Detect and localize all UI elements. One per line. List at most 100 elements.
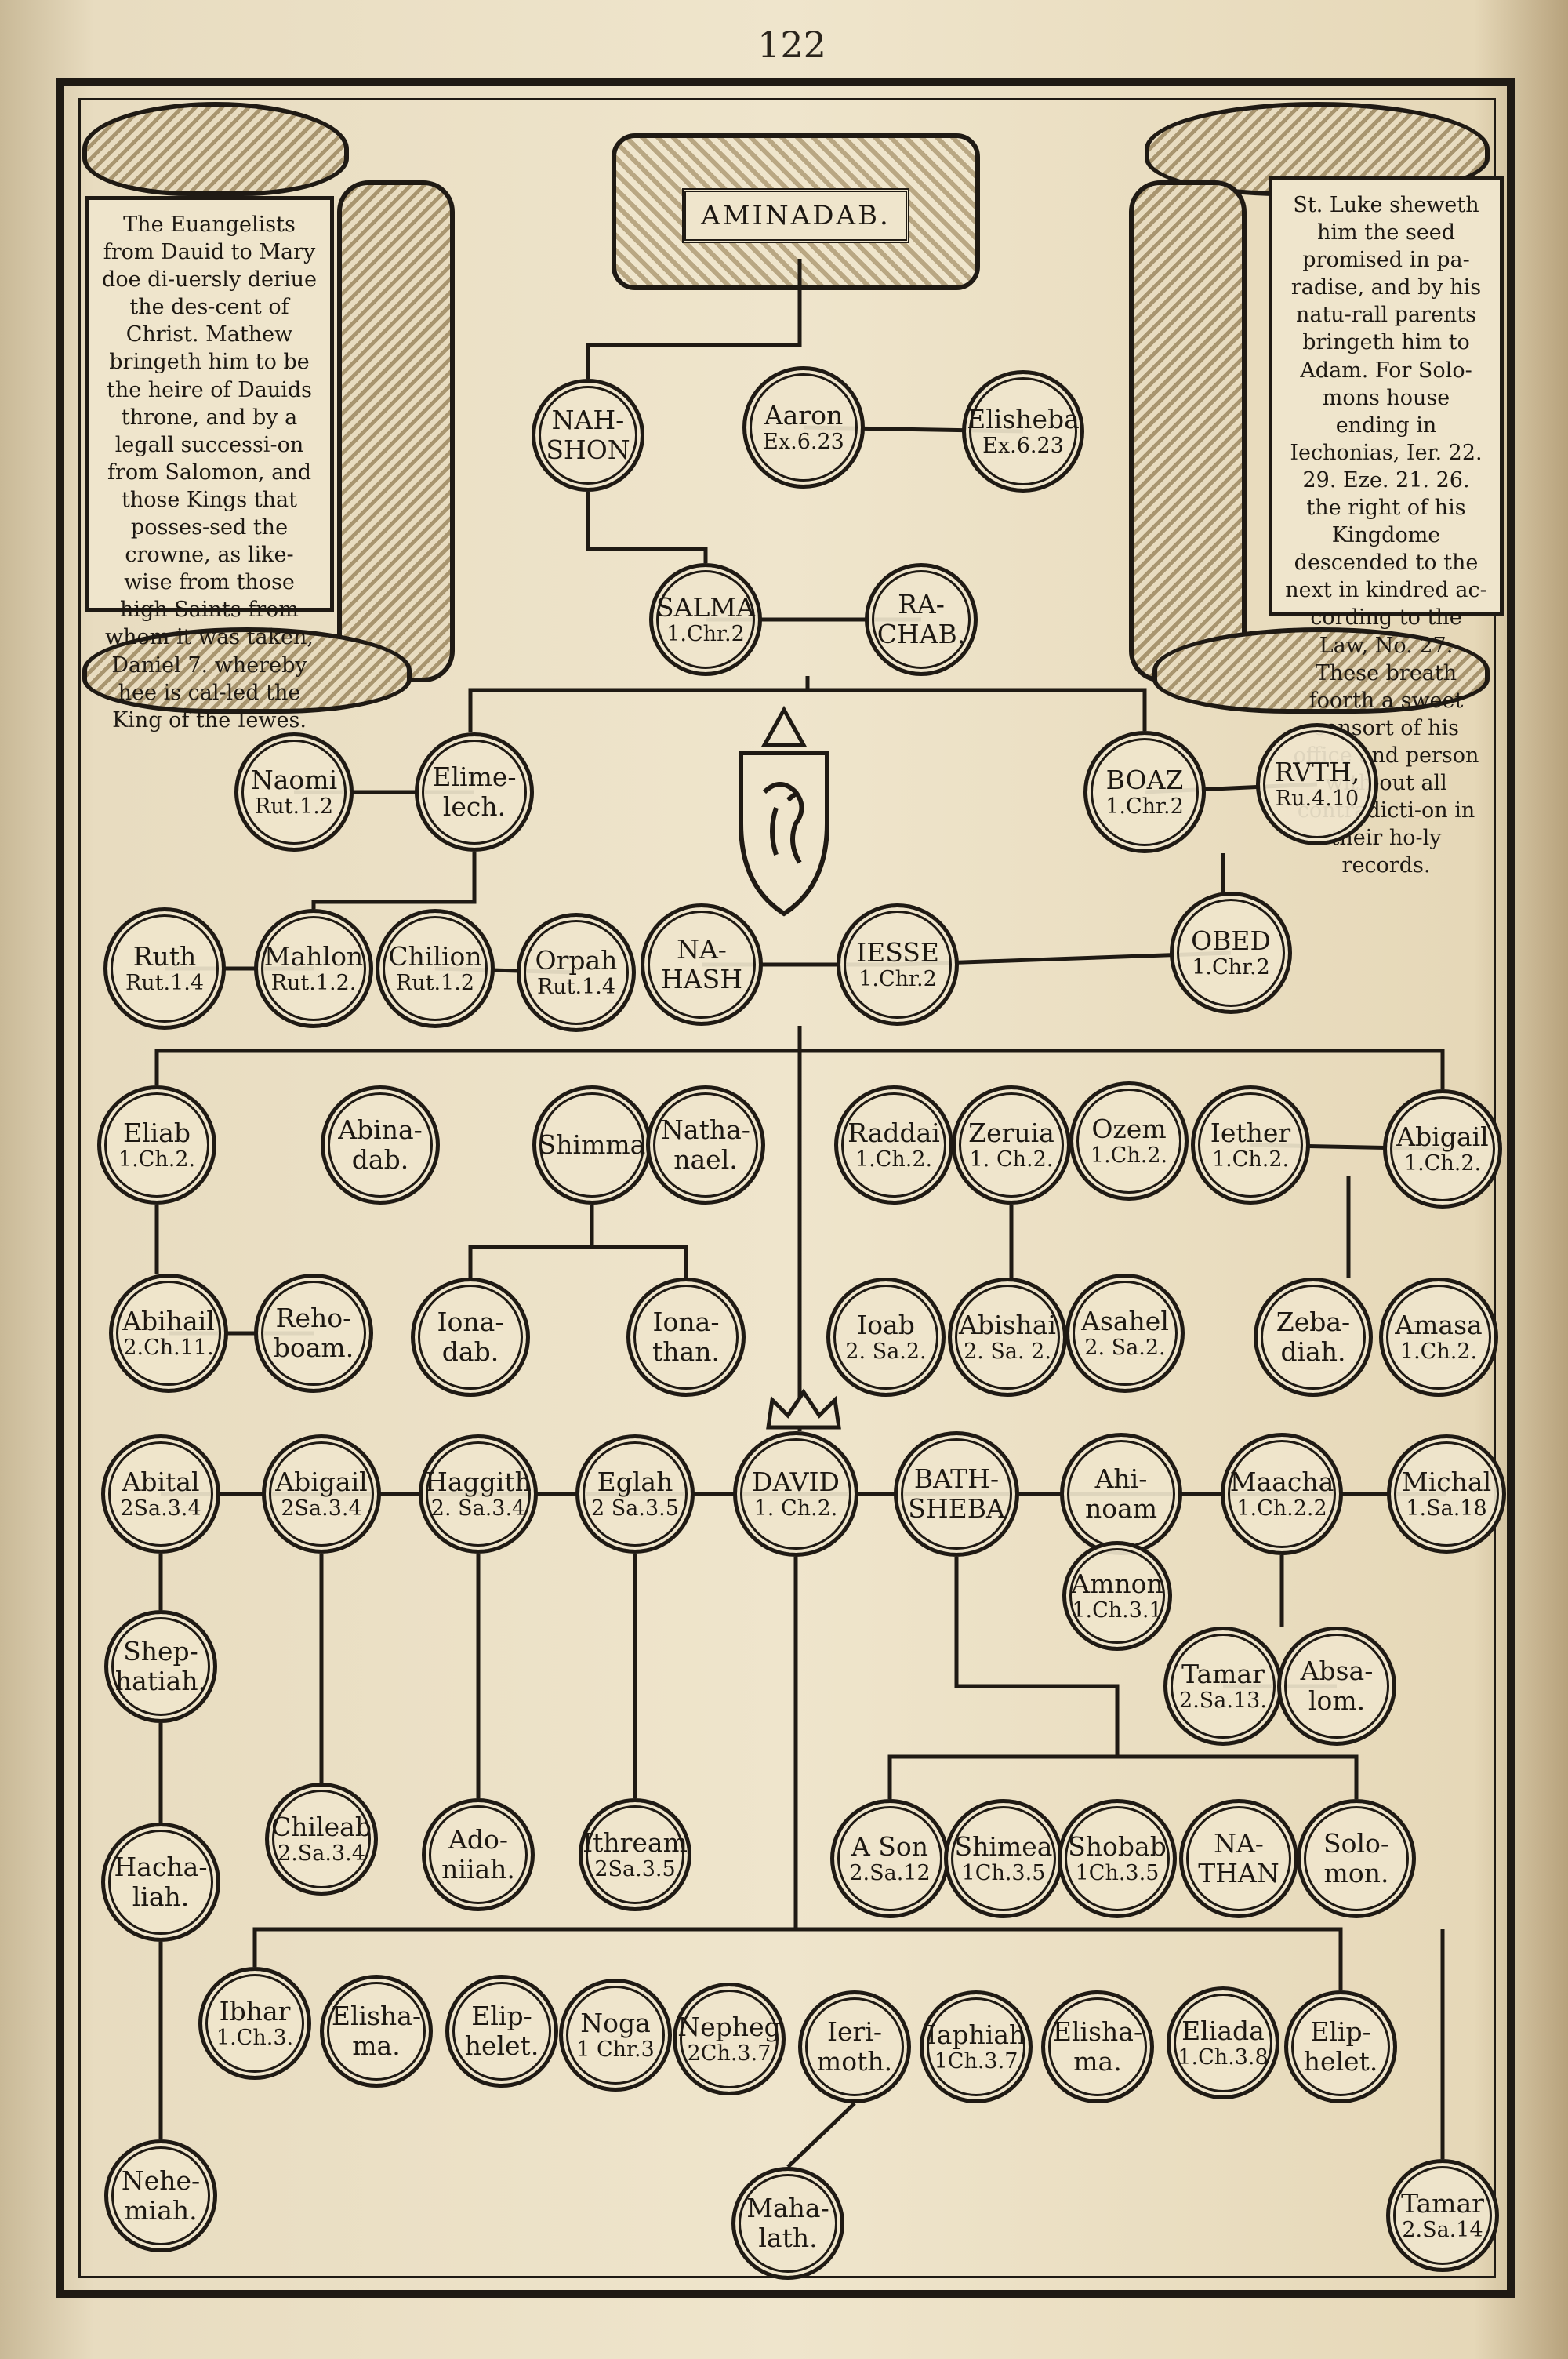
node-reference: 1.Chr.2	[858, 967, 937, 992]
genealogy-node-ionadab: Iona-dab.	[411, 1278, 530, 1397]
node-name: Raddai	[848, 1117, 940, 1148]
node-name: Shimma	[538, 1129, 646, 1161]
scrollwork-top-left	[82, 102, 349, 196]
node-name: Shep-hatiah.	[114, 1636, 207, 1696]
node-name: NA-HASH	[661, 934, 742, 994]
genealogy-node-adoniiah: Ado-niiah.	[422, 1798, 535, 1911]
genealogy-node-elishama1: Elisha-ma.	[320, 1975, 433, 2088]
pillar-left	[337, 180, 455, 682]
genealogy-node-solomon: Solo-mon.	[1297, 1799, 1416, 1918]
genealogy-node-eliphelet2: Elip-helet.	[1284, 1990, 1397, 2103]
node-name: Nehe-miah.	[121, 2165, 201, 2226]
node-name: Eliab	[123, 1117, 191, 1148]
node-reference: 1.Ch.2.	[1211, 1147, 1290, 1172]
node-reference: 2.Sa.13.	[1179, 1688, 1267, 1714]
node-name: Solo-mon.	[1323, 1828, 1390, 1888]
node-name: Eglah	[597, 1466, 673, 1497]
node-reference: 1 Chr.3	[576, 2037, 655, 2063]
node-name: DAVID	[752, 1466, 840, 1497]
scrollwork-bottom-left	[82, 627, 412, 714]
node-reference: 2. Sa.3.4	[430, 1496, 526, 1521]
node-reference: Ex.6.23	[763, 430, 844, 455]
genealogy-node-nehemiah: Nehe-miah.	[104, 2139, 217, 2252]
node-name: Abishai	[959, 1309, 1056, 1340]
node-name: Amnon	[1071, 1568, 1163, 1599]
node-name: Haggith	[425, 1466, 532, 1497]
node-name: A Son	[851, 1830, 929, 1862]
node-name: Asahel	[1081, 1305, 1169, 1336]
genealogy-node-nahash: NA-HASH	[641, 903, 763, 1026]
crown-icon	[766, 1388, 841, 1430]
node-name: Elip-helet.	[1303, 2016, 1378, 2077]
node-name: Elisha-ma.	[1052, 2016, 1143, 2077]
node-name: Ithream	[583, 1826, 688, 1858]
node-reference: 2.Sa.14	[1402, 2218, 1483, 2243]
genealogy-node-ruth-top: RVTH,Ru.4.10	[1256, 723, 1378, 845]
node-name: Iether	[1210, 1117, 1291, 1148]
node-name: Chilion	[388, 940, 482, 972]
node-name: Tamar	[1401, 2187, 1484, 2219]
node-reference: 2.Sa.3.4	[278, 1841, 365, 1866]
node-name: Absa-lom.	[1300, 1656, 1374, 1716]
node-reference: 1.Ch.3.	[216, 2026, 294, 2051]
left-commentary: The Euangelists from Dauid to Mary doe d…	[85, 196, 334, 732]
node-name: Ahi-noam	[1084, 1463, 1158, 1524]
node-reference: 2. Sa.2.	[845, 1339, 927, 1365]
genealogy-node-bathsheba: BATH-SHEBA	[894, 1431, 1019, 1557]
genealogy-node-absalom: Absa-lom.	[1277, 1627, 1396, 1746]
outer-border	[56, 78, 1515, 2298]
genealogy-node-abinadab: Abina-dab.	[321, 1085, 440, 1205]
node-name: Elip-helet.	[464, 2001, 539, 2061]
pillar-right	[1129, 180, 1247, 682]
node-reference: 1Ch.3.5	[1075, 1861, 1160, 1886]
node-reference: 2. Sa.2.	[1084, 1336, 1166, 1361]
genealogy-node-hachaliah: Hacha-liah.	[101, 1823, 220, 1942]
node-name: Chileab	[271, 1811, 372, 1842]
genealogy-node-rachab: RA-CHAB.	[865, 563, 978, 676]
node-name: Abigail	[1396, 1121, 1489, 1152]
node-reference: 1.Ch.3.1	[1072, 1598, 1163, 1623]
node-name: Shimea	[954, 1830, 1053, 1862]
genealogy-node-mahalath: Maha-lath.	[731, 2167, 844, 2280]
genealogy-node-nathanael: Natha-nael.	[646, 1085, 765, 1205]
node-name: IESSE	[856, 936, 939, 968]
node-reference: 1.Sa.18	[1406, 1496, 1487, 1521]
node-name: Naomi	[250, 764, 338, 795]
node-name: Orpah	[535, 944, 618, 976]
node-name: Elisheba	[967, 403, 1080, 434]
node-name: SALMA	[656, 591, 755, 623]
node-name: Iona-dab.	[437, 1307, 504, 1367]
node-name: Ioab	[857, 1309, 915, 1340]
node-name: OBED	[1191, 925, 1271, 956]
node-reference: 2Sa.3.4	[281, 1496, 362, 1521]
node-reference: 1.Chr.2	[666, 622, 745, 647]
node-name: Natha-nael.	[661, 1114, 750, 1175]
node-name: Reho-boam.	[273, 1303, 354, 1363]
node-name: Ruth	[132, 940, 197, 972]
node-name: Elisha-ma.	[331, 2001, 422, 2061]
genealogy-node-ierimoth: Ieri-moth.	[798, 1990, 911, 2103]
scrollwork-bottom-right	[1152, 627, 1490, 714]
